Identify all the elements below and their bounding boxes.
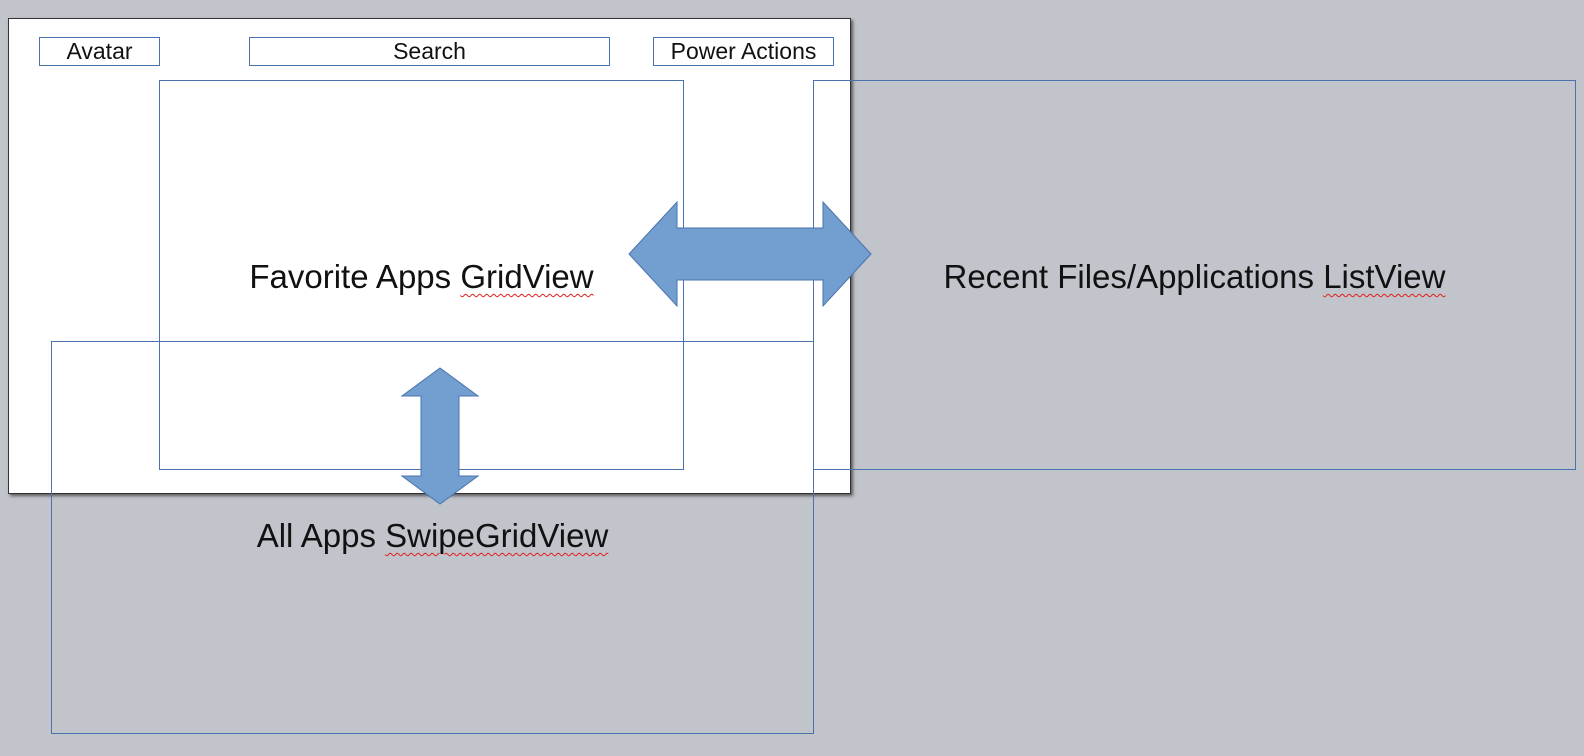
avatar-box bbox=[39, 37, 160, 66]
all-apps-label-marked: SwipeGridView bbox=[385, 517, 609, 554]
recent-files-label: Recent Files/Applications ListView bbox=[813, 258, 1576, 296]
all-apps-label: All Apps SwipeGridView bbox=[51, 517, 814, 555]
favorite-apps-label-text: Favorite Apps bbox=[249, 258, 461, 295]
recent-files-label-marked: ListView bbox=[1323, 258, 1446, 295]
search-label: Search bbox=[393, 38, 466, 64]
favorite-apps-label: Favorite Apps GridView bbox=[159, 258, 684, 296]
all-apps-box bbox=[51, 341, 814, 734]
power-actions-box bbox=[653, 37, 834, 66]
avatar-label: Avatar bbox=[66, 38, 133, 64]
search-box bbox=[249, 37, 610, 66]
favorite-apps-label-marked: GridView bbox=[460, 258, 594, 295]
power-actions-label: Power Actions bbox=[670, 38, 817, 64]
all-apps-label-text: All Apps bbox=[256, 517, 386, 554]
recent-files-label-text: Recent Files/Applications bbox=[943, 258, 1324, 295]
